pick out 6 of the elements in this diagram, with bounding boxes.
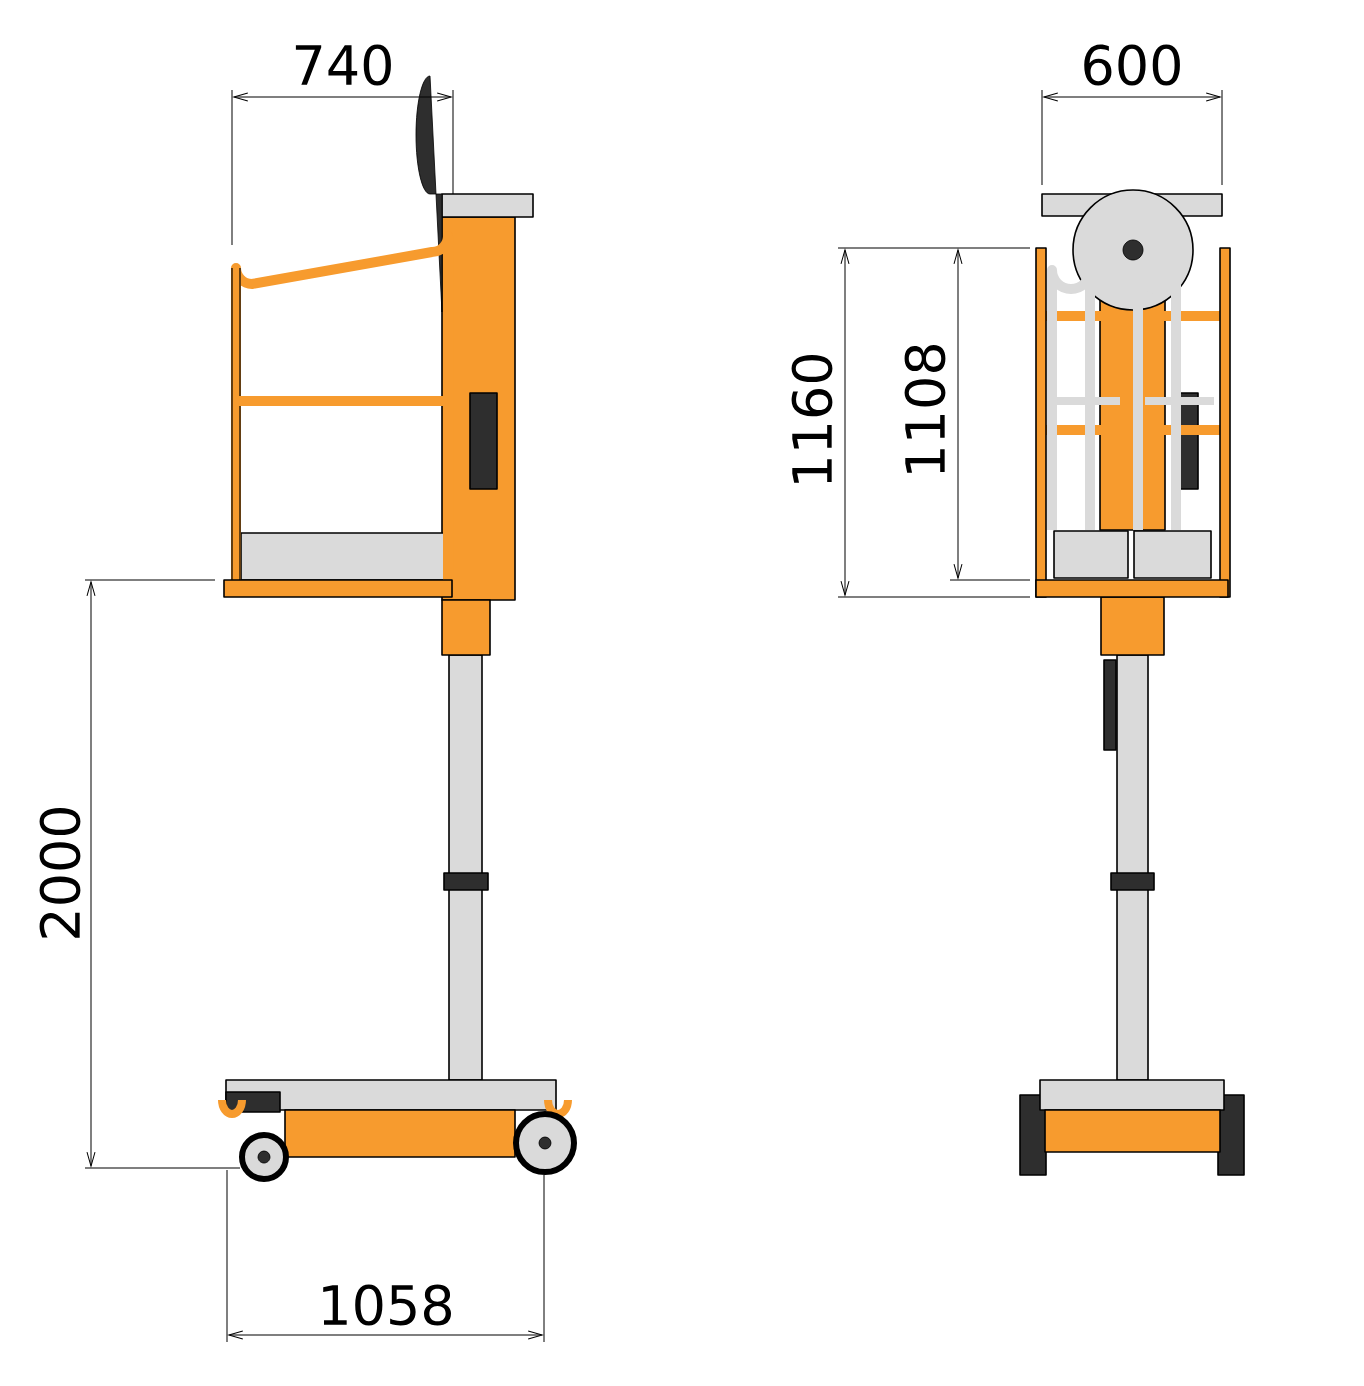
dimension-label: 1160	[791, 354, 833, 483]
dimension-label: 2000	[39, 807, 81, 938]
dimension-label: 740	[295, 44, 391, 86]
dimension-label: 1058	[323, 1284, 451, 1326]
dimension-label: 1108	[904, 345, 946, 473]
dimension-label: 600	[1084, 44, 1180, 86]
